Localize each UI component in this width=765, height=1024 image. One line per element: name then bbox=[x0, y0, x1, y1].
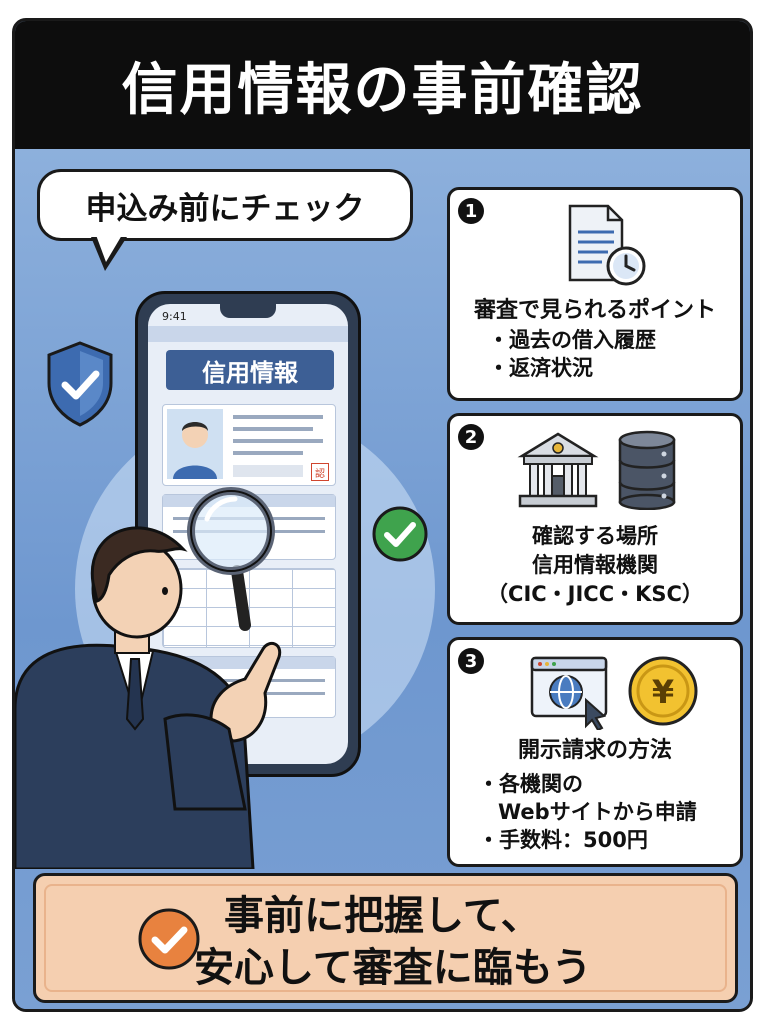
bottom-message: 事前に把握して、 安心して審査に臨もう bbox=[194, 890, 592, 994]
page-title: 信用情報の事前確認 bbox=[121, 57, 644, 123]
businessman-illustration bbox=[15, 526, 282, 869]
yen-symbol: ¥ bbox=[652, 673, 674, 711]
info-card-3: 3 ¥ 開示請求の方法 ・各機関の Web bbox=[447, 637, 743, 867]
card-bullet: ・過去の借入履歴 bbox=[488, 328, 656, 352]
card-title: 開示請求の方法 bbox=[517, 738, 672, 763]
phone-notch bbox=[220, 304, 276, 318]
document-clock-icon bbox=[568, 204, 646, 286]
profile-line bbox=[233, 427, 313, 431]
magnifier-icon bbox=[187, 487, 275, 631]
profile-card: 認 bbox=[162, 404, 336, 486]
speech-bubble-text: 申込み前にチェック bbox=[85, 190, 365, 227]
card-bullet: Webサイトから申請 bbox=[498, 800, 697, 824]
card-line: 信用情報機関 bbox=[532, 553, 658, 577]
card-number-badge: 2 bbox=[458, 424, 484, 450]
card-2-text: 確認する場所 信用情報機関 （CIC・JICC・KSC） bbox=[450, 522, 740, 609]
bottom-message-line2: 安心して審査に臨もう bbox=[194, 945, 592, 991]
bottom-banner: 事前に把握して、 安心して審査に臨もう bbox=[33, 873, 738, 1003]
profile-field bbox=[233, 465, 303, 477]
phone-header-bar bbox=[148, 326, 348, 342]
card-bullets: ・各機関の Webサイトから申請 ・手数料：500円 bbox=[450, 770, 740, 854]
bottom-banner-inner bbox=[44, 884, 727, 992]
bottom-message-line1: 事前に把握して、 bbox=[224, 893, 541, 939]
card-bullets: ・過去の借入履歴 ・返済状況 bbox=[450, 326, 740, 382]
profile-line bbox=[233, 439, 323, 443]
card-bullet: ・各機関の bbox=[478, 772, 583, 796]
card-number-badge: 3 bbox=[458, 648, 484, 674]
seal-stamp: 認 bbox=[311, 463, 329, 481]
phone-screen-title-text: 信用情報 bbox=[202, 358, 298, 387]
seal-stamp-text: 認 bbox=[315, 468, 325, 480]
check-orange-icon bbox=[138, 908, 200, 970]
infographic-frame: 信用情報の事前確認 申込み前にチェック 9:41 信用情報 bbox=[12, 18, 753, 1012]
check-circle-icon bbox=[372, 506, 428, 562]
info-card-1: 1 審査で見られるポイント ・過去の借入履歴 ・返済状況 bbox=[447, 187, 743, 401]
card-line: 確認する場所 bbox=[532, 524, 658, 548]
profile-line bbox=[233, 415, 323, 419]
speech-bubble: 申込み前にチェック bbox=[37, 169, 413, 241]
bank-icon bbox=[517, 432, 599, 508]
profile-line bbox=[233, 451, 303, 455]
card-bullet: ・手数料：500円 bbox=[478, 828, 648, 852]
card-3-text: 開示請求の方法 ・各機関の Webサイトから申請 ・手数料：500円 bbox=[450, 736, 740, 854]
main-stage: 申込み前にチェック 9:41 信用情報 bbox=[15, 149, 750, 1009]
shield-check-icon bbox=[47, 341, 113, 427]
phone-time: 9:41 bbox=[162, 310, 187, 323]
yen-coin-icon: ¥ bbox=[628, 656, 698, 726]
card-title: 審査で見られるポイント bbox=[473, 298, 716, 323]
form-section-bar bbox=[163, 657, 335, 669]
speech-bubble-tail-fill bbox=[96, 235, 122, 262]
card-line: （CIC・JICC・KSC） bbox=[487, 582, 703, 606]
header: 信用情報の事前確認 bbox=[15, 21, 750, 149]
web-browser-icon bbox=[530, 656, 608, 730]
database-icon bbox=[618, 430, 676, 510]
phone-screen-title: 信用情報 bbox=[166, 350, 334, 390]
form-table bbox=[162, 568, 336, 648]
avatar-icon bbox=[167, 409, 223, 479]
card-bullet: ・返済状況 bbox=[488, 356, 593, 380]
info-card-2: 2 確認 bbox=[447, 413, 743, 625]
card-number-badge: 1 bbox=[458, 198, 484, 224]
card-1-text: 審査で見られるポイント ・過去の借入履歴 ・返済状況 bbox=[450, 296, 740, 382]
